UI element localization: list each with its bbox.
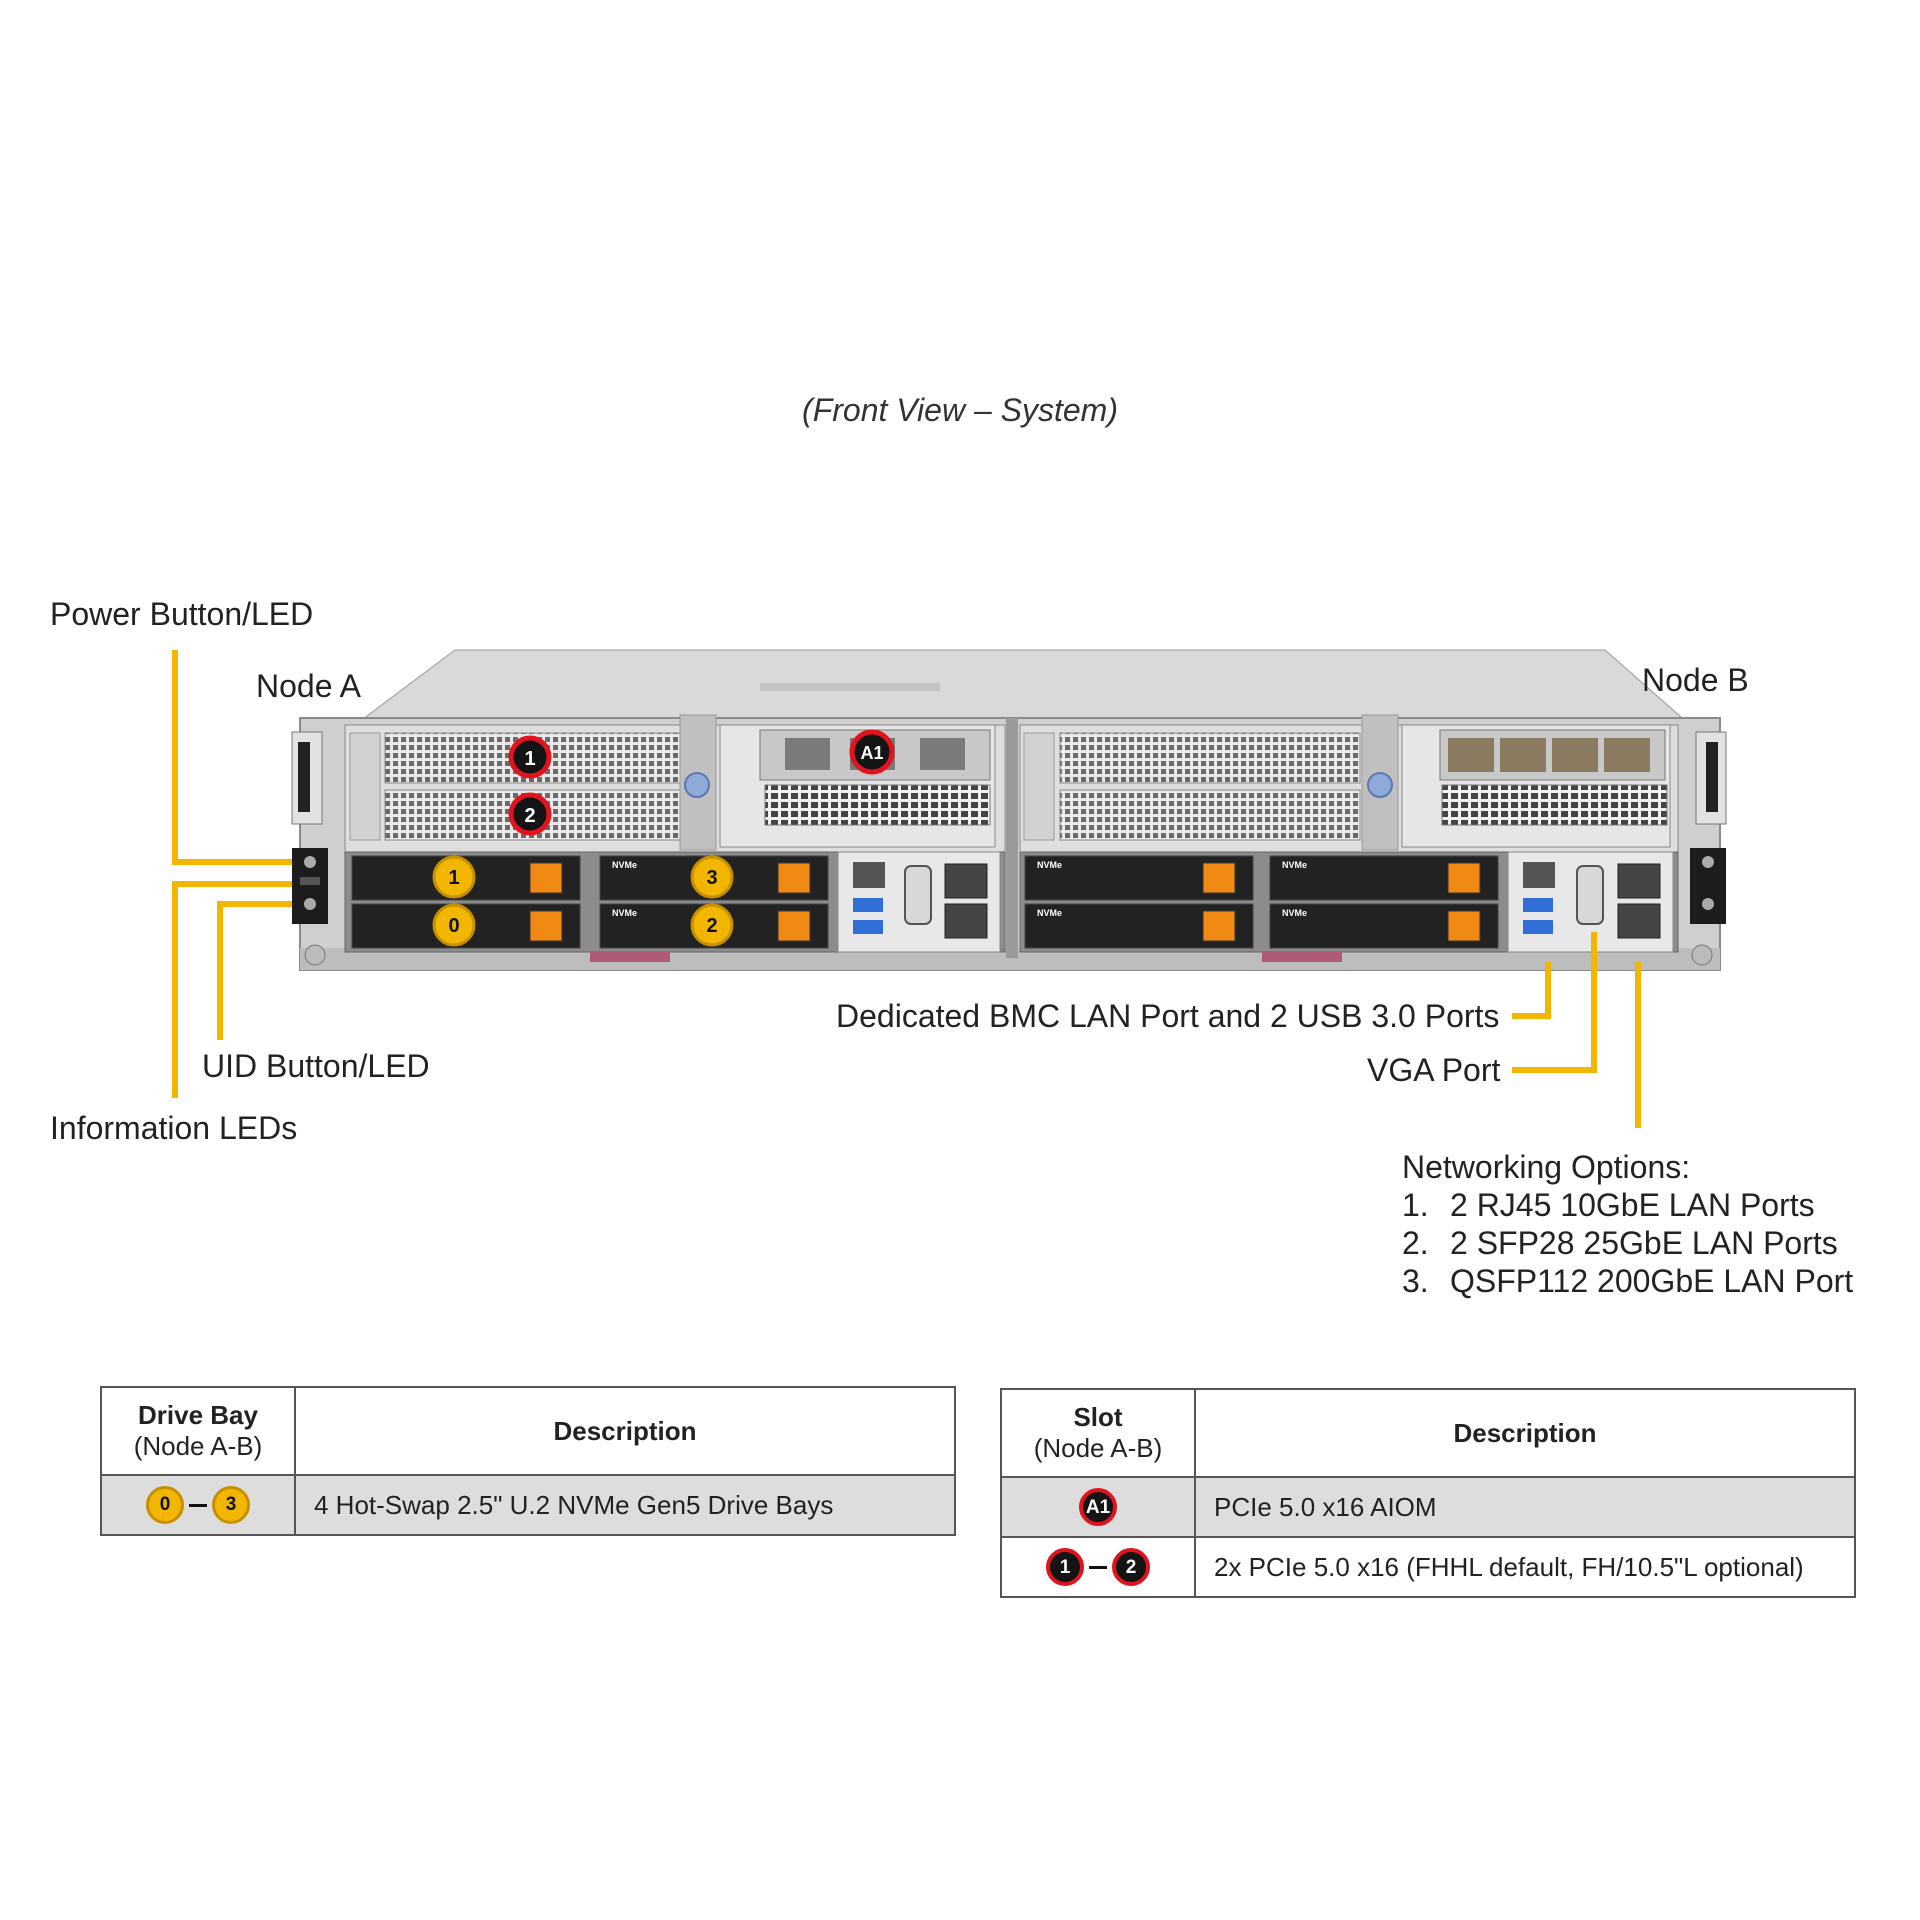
- nvme-tag: NVMe: [1037, 908, 1062, 918]
- slot-marker-a1: A1: [849, 729, 895, 775]
- callout-line-bmc: [1512, 962, 1551, 1019]
- networking-option-2: 2.2 SFP28 25GbE LAN Ports: [1402, 1225, 1838, 1261]
- svg-text:1: 1: [448, 867, 459, 889]
- nvme-tag: NVMe: [1282, 860, 1307, 870]
- drive-marker-0: 0: [432, 903, 476, 947]
- node-divider: [1006, 718, 1018, 958]
- power-button-label: Power Button/LED: [50, 596, 314, 632]
- slot-badge-from: 1: [1046, 1548, 1084, 1586]
- drive-marker-3: 3: [690, 855, 734, 899]
- figure-caption: (Front View – System): [802, 392, 1118, 428]
- drive-badge-from: 0: [146, 1486, 184, 1524]
- slot-table: Slot (Node A-B) Description A1 PCIe 5.0 …: [1000, 1388, 1856, 1598]
- networking-option-1: 1.2 RJ45 10GbE LAN Ports: [1402, 1187, 1815, 1223]
- uid-button-label: UID Button/LED: [202, 1048, 430, 1084]
- svg-text:2: 2: [524, 805, 535, 827]
- drive-bay-header: Drive Bay (Node A-B): [100, 1386, 296, 1476]
- nvme-tag: NVMe: [1037, 860, 1062, 870]
- svg-text:3: 3: [706, 867, 717, 889]
- networking-option-3: 3.QSFP112 200GbE LAN Port: [1402, 1263, 1854, 1299]
- callout-line-vga: [1512, 932, 1597, 1073]
- chassis-top: [353, 649, 1692, 726]
- table-row: A1 PCIe 5.0 x16 AIOM: [1000, 1476, 1856, 1538]
- drive-bay-description: 4 Hot-Swap 2.5" U.2 NVMe Gen5 Drive Bays: [294, 1474, 956, 1536]
- networking-title: Networking Options:: [1402, 1149, 1691, 1185]
- svg-text:A1: A1: [860, 743, 883, 763]
- svg-text:2: 2: [706, 915, 717, 937]
- node-a-label: Node A: [256, 668, 361, 704]
- svg-text:0: 0: [448, 915, 459, 937]
- slot-description-header: Description: [1194, 1388, 1856, 1478]
- nvme-tag: NVMe: [612, 860, 637, 870]
- networking-options: Networking Options: 1.2 RJ45 10GbE LAN P…: [1402, 1148, 1853, 1300]
- slot-range-description: 2x PCIe 5.0 x16 (FHHL default, FH/10.5"L…: [1194, 1536, 1856, 1598]
- slot-badge-a1: A1: [1079, 1488, 1117, 1526]
- drive-description-header: Description: [294, 1386, 956, 1476]
- nvme-tag: NVMe: [612, 908, 637, 918]
- drive-marker-2: 2: [690, 903, 734, 947]
- node-b-drive-bays: [1024, 855, 1499, 949]
- slot-badge-to: 2: [1112, 1548, 1150, 1586]
- slot-a1-description: PCIe 5.0 x16 AIOM: [1194, 1476, 1856, 1538]
- node-b-label: Node B: [1642, 662, 1749, 698]
- chassis-top-label: [760, 683, 940, 691]
- nvme-tag: NVMe: [1282, 908, 1307, 918]
- slot-marker-2: 2: [508, 792, 552, 836]
- node-b-module: [1019, 714, 1679, 962]
- information-leds-label: Information LEDs: [50, 1110, 298, 1146]
- left-rack-ear: [291, 731, 328, 966]
- slot-marker-1: 1: [508, 735, 552, 779]
- vga-port-label: VGA Port: [1367, 1052, 1501, 1088]
- drive-marker-1: 1: [432, 855, 476, 899]
- right-rack-ear: [1690, 731, 1727, 966]
- svg-text:1: 1: [524, 748, 535, 770]
- callout-line-uid: [217, 901, 292, 1040]
- callout-line-power: [172, 650, 292, 865]
- drive-badge-to: 3: [212, 1486, 250, 1524]
- bmc-lan-usb-label: Dedicated BMC LAN Port and 2 USB 3.0 Por…: [836, 998, 1500, 1034]
- callout-line-info: [172, 881, 292, 1098]
- slot-a1-cell: A1: [1000, 1476, 1196, 1538]
- slot-header: Slot (Node A-B): [1000, 1388, 1196, 1478]
